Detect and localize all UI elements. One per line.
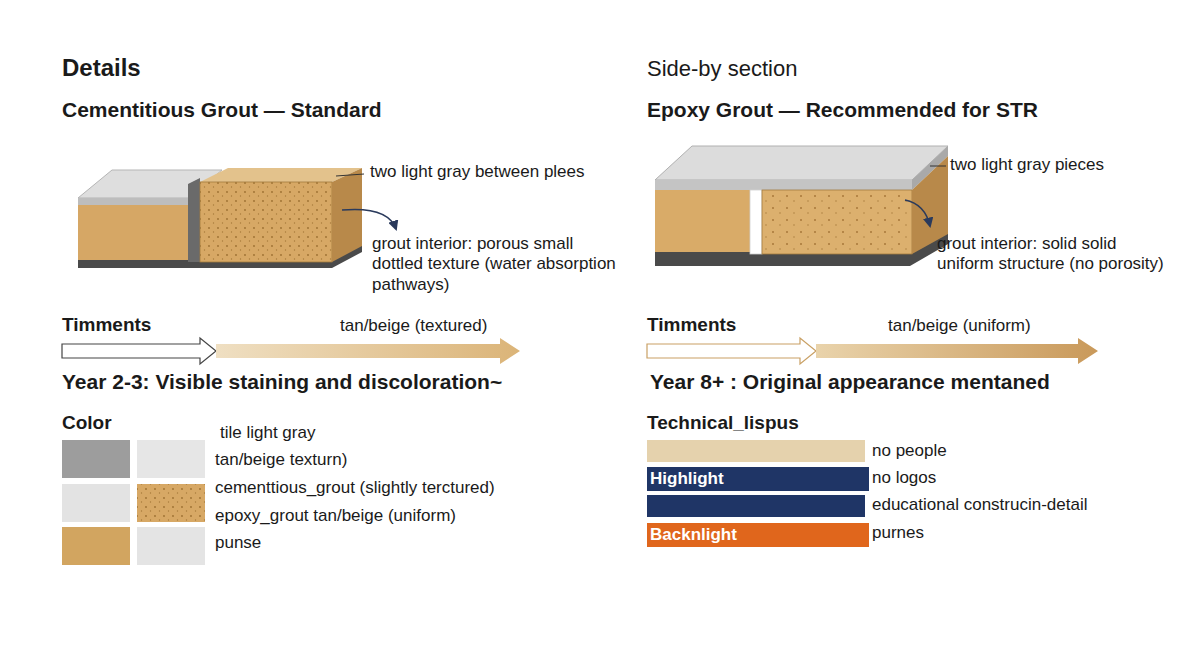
tile-body (78, 205, 188, 260)
outline-arrow (647, 338, 816, 364)
tile-edge (655, 180, 912, 190)
bar-label: no logos (872, 468, 936, 488)
legend-title: Color (62, 412, 112, 435)
timeline-note: tan/beige (uniform) (888, 316, 1031, 336)
tile-top (655, 146, 948, 180)
bar-label: purnes (872, 523, 924, 543)
outcome-note: Year 8+ : Original appearance mentaned (650, 369, 1050, 394)
swatch-label: cementtious_grout (slightly terctured) (215, 478, 495, 498)
timeline-label: Timments (647, 314, 736, 337)
section-title: Epoxy Grout — Recommended for STR (647, 97, 1038, 122)
callout-arrow (342, 209, 396, 229)
callout-label: two light gray pieces (950, 155, 1104, 175)
tan-arrow (816, 338, 1098, 364)
swatch-label: tan/beige texturn) (215, 450, 347, 470)
solid-grout (762, 190, 912, 254)
epoxy-joint (750, 190, 762, 254)
swatch (62, 440, 130, 478)
leader-line (930, 166, 946, 167)
swatch (137, 484, 205, 522)
outline-arrow (62, 338, 216, 364)
porous-grout (200, 182, 332, 262)
bar-text: Backnlight (647, 523, 869, 546)
tile-body (655, 190, 750, 252)
outcome-note: Year 2-3: Visible staining and discolora… (62, 369, 502, 394)
swatch (62, 527, 130, 565)
timeline-label: Timments (62, 314, 151, 337)
panel-heading: Side-by section (647, 56, 797, 82)
panel-heading: Details (62, 54, 141, 83)
swatch-label: epoxy_grout tan/beige (uniform) (215, 506, 456, 526)
tan-bar (647, 440, 865, 462)
bar-label: no people (872, 441, 947, 461)
callout-note: grout interior: solid solid uniform stru… (937, 234, 1177, 275)
callout-label: two light gray between plees (370, 162, 585, 182)
cementitious-detail (78, 168, 396, 268)
bar-label: educational construcin-detail (872, 495, 1087, 515)
grout-side (332, 168, 362, 262)
color-swatches (62, 440, 205, 565)
navy-bar (647, 495, 865, 517)
tan-arrow (216, 338, 520, 364)
swatch-label: punse (215, 533, 261, 553)
swatch (62, 484, 130, 522)
leader-line (336, 174, 364, 176)
swatch (137, 440, 205, 478)
backlight-bar: Backnlight (647, 523, 869, 547)
epoxy-detail (655, 146, 948, 266)
section-title: Cementitious Grout — Standard (62, 97, 382, 122)
highlight-bar: Highlight (647, 467, 869, 491)
callout-note: grout interior: porous small dottled tex… (372, 234, 617, 295)
tile-edge (78, 198, 188, 205)
legend-title: Technical_lispus (647, 412, 799, 435)
bar-text: Highlight (647, 467, 869, 490)
timeline-note: tan/beige (textured) (340, 316, 487, 336)
callout-arrow (905, 200, 930, 226)
swatch (137, 527, 205, 565)
swatch-label: tile light gray (220, 423, 315, 443)
grout-joint (188, 178, 200, 262)
